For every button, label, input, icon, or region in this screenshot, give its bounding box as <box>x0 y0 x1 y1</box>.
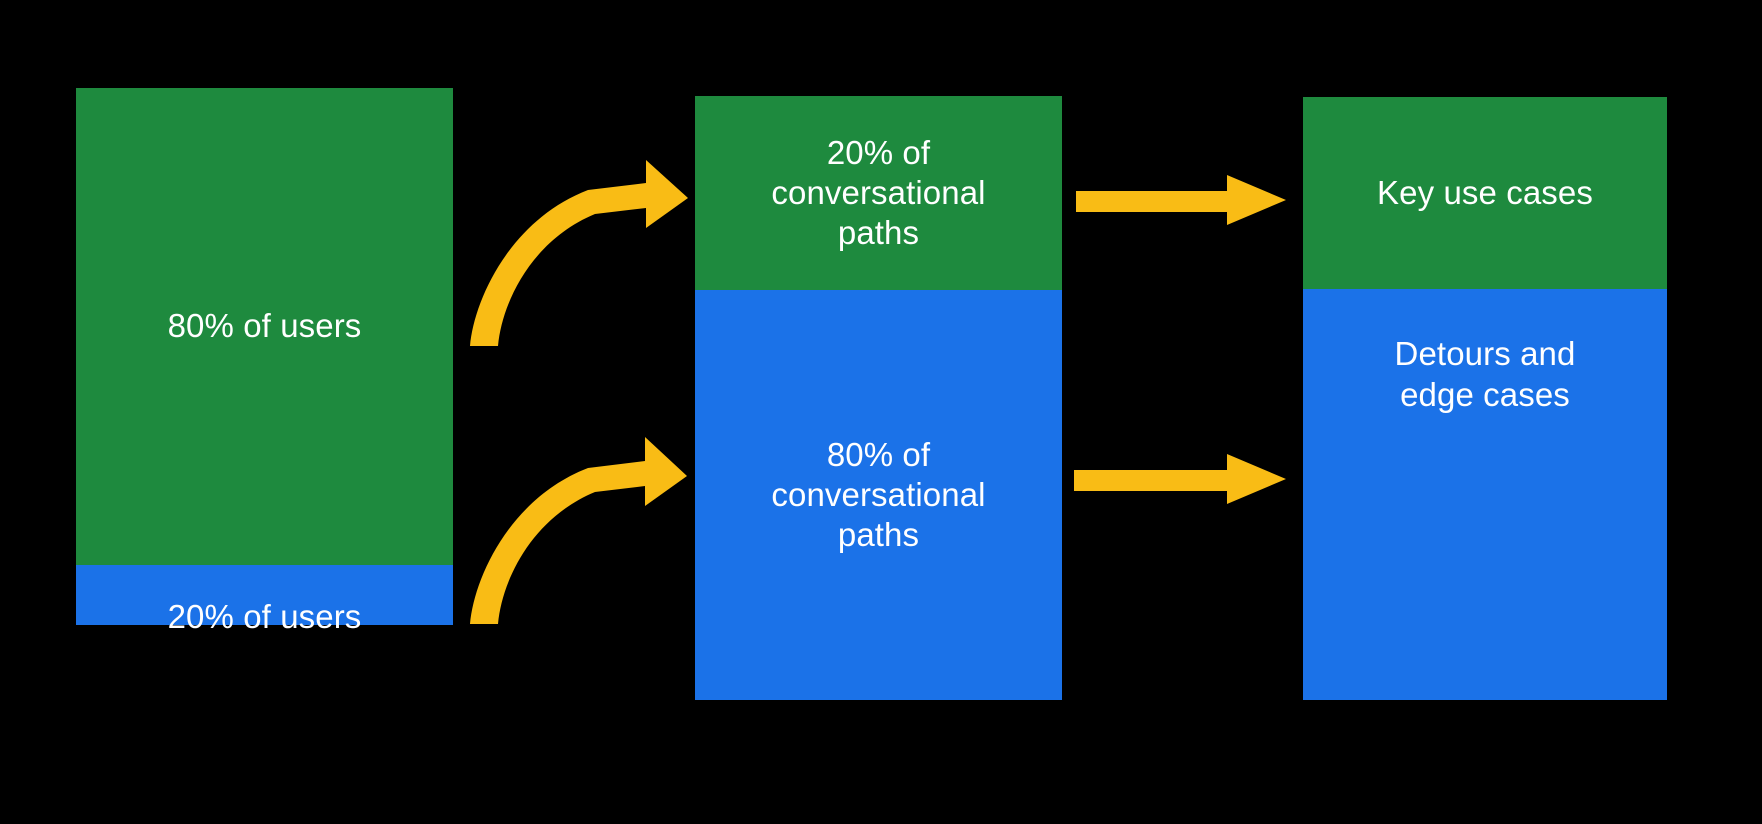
segment-outcome-detours-edge-cases: Detours and edge cases <box>1303 289 1667 700</box>
column-outcomes: Key use cases Detours and edge cases <box>1303 97 1667 700</box>
segment-label: Key use cases <box>1377 173 1593 211</box>
segment-label: 20% of users <box>167 597 362 635</box>
segment-users-majority: 80% of users <box>76 88 453 565</box>
segment-users-minority: 20% of users <box>76 565 453 635</box>
curved-arrow-top-icon <box>470 160 688 346</box>
column-conversational-paths: 20% of conversational paths 80% of conve… <box>695 96 1062 700</box>
straight-arrow-bottom-icon <box>1074 454 1286 504</box>
column-users: 80% of users 20% of users <box>76 88 453 635</box>
segment-label: Detours and edge cases <box>1394 335 1576 413</box>
segment-label: 20% of conversational paths <box>771 133 986 252</box>
curved-arrow-bottom-icon <box>470 437 687 624</box>
segment-label: 80% of conversational paths <box>771 435 986 554</box>
segment-paths-minority: 20% of conversational paths <box>695 96 1062 290</box>
segment-paths-majority: 80% of conversational paths <box>695 290 1062 700</box>
straight-arrow-top-icon <box>1076 175 1286 225</box>
segment-outcome-key-use-cases: Key use cases <box>1303 97 1667 289</box>
segment-label: 80% of users <box>167 307 362 345</box>
